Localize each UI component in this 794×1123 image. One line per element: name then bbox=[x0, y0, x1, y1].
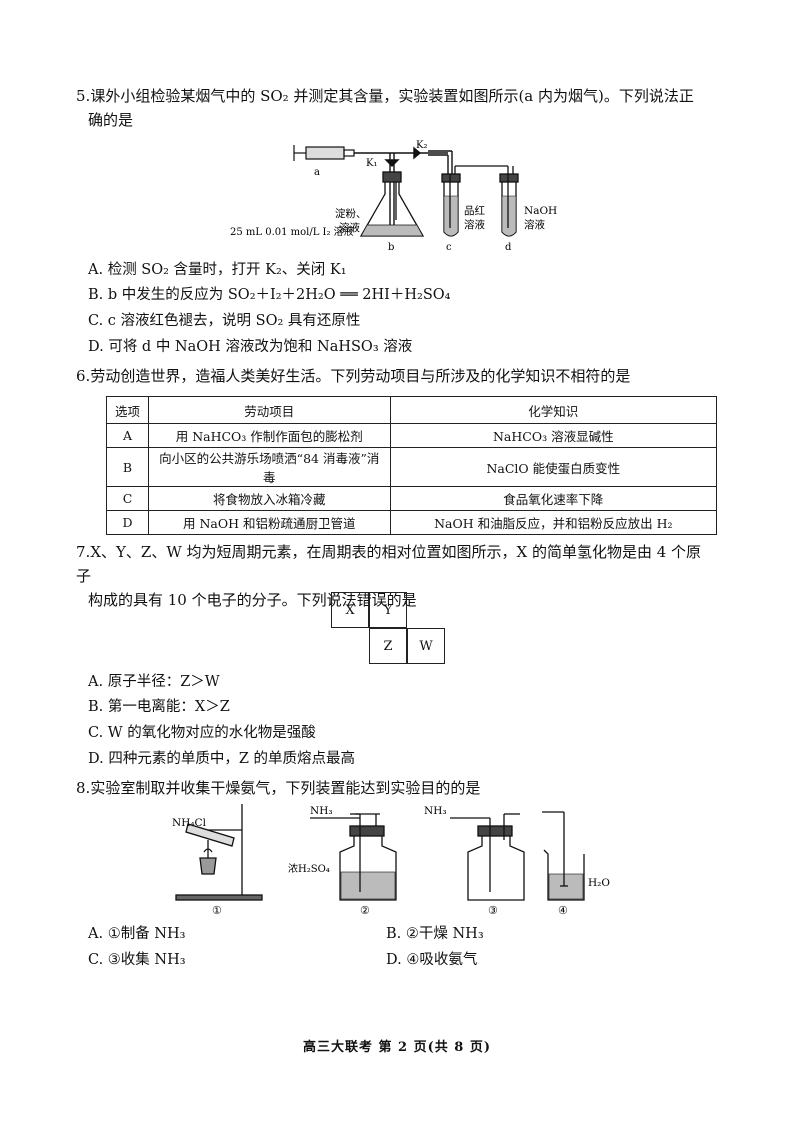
q8-apparatus-figure: NH₄Cl ① NH₃ 浓H₂SO₄ ② NH₃ ③ H₂O ④ bbox=[172, 804, 610, 917]
q6-table: 选项 劳动项目 化学知识 A 用 NaHCO₃ 作制作面包的膨松剂 NaHCO₃… bbox=[106, 396, 718, 535]
q8-option-a: A. ①制备 NH₃ bbox=[88, 926, 186, 942]
table-header-row: 选项 劳动项目 化学知识 bbox=[106, 396, 718, 424]
q5-option-a: A. 检测 SO₂ 含量时，打开 K₂、关闭 K₁ bbox=[88, 262, 347, 278]
q5-option-c: C. c 溶液红色褪去，说明 SO₂ 具有还原性 bbox=[88, 313, 361, 329]
q8-option-b: B. ②干燥 NH₃ bbox=[386, 926, 484, 942]
table-row: D 用 NaOH 和铝粉疏通厨卫管道 NaOH 和油脂反应，并和铝粉反应放出 H… bbox=[106, 510, 718, 535]
cell-option: C bbox=[106, 486, 149, 511]
q5-option-d: D. 可将 d 中 NaOH 溶液改为饱和 NaHSO₃ 溶液 bbox=[88, 339, 413, 355]
q7-option-b: B. 第一电离能：X＞Z bbox=[88, 699, 230, 715]
q6-stem: 6.劳动创造世界，造福人类美好生活。下列劳动项目与所涉及的化学知识不相符的是 bbox=[76, 364, 716, 388]
label-n1: ① bbox=[212, 904, 222, 917]
label-naoh-1: NaOH bbox=[524, 205, 557, 217]
q7-stem-line1: X、Y、Z、W 均为短周期元素，在周期表的相对位置如图所示，X 的简单氢化物是由… bbox=[76, 543, 702, 585]
label-n3: ③ bbox=[488, 904, 498, 917]
cell-chemistry: NaClO 能使蛋白质变性 bbox=[389, 447, 718, 487]
cell-w: W bbox=[407, 628, 445, 664]
label-n4: ④ bbox=[558, 904, 568, 917]
cell-z: Z bbox=[369, 628, 407, 664]
q5-apparatus-figure: a K₂ K₁ b 淀粉、 溶液 25 mL 0.01 mol/L I₂ 溶液 … bbox=[230, 140, 557, 253]
tube-d-icon bbox=[499, 166, 519, 237]
q8-stem: 8.实验室制取并收集干燥氨气，下列装置能达到实验目的的是 bbox=[76, 776, 716, 800]
label-pinred-2: 溶液 bbox=[464, 218, 485, 231]
label-nh3-a: NH₃ bbox=[310, 805, 333, 817]
cell-labor: 将食物放入冰箱冷藏 bbox=[147, 486, 391, 511]
header-labor: 劳动项目 bbox=[147, 396, 391, 424]
label-starch-2: 溶液 bbox=[339, 221, 360, 234]
cell-option: B bbox=[106, 447, 149, 487]
cell-option: A bbox=[106, 423, 149, 448]
q8-option-c: C. ③收集 NH₃ bbox=[88, 952, 186, 968]
q7-stem-line2: 构成的具有 10 个电子的分子。下列说法错误的是 bbox=[88, 591, 417, 609]
table-row: C 将食物放入冰箱冷藏 食品氧化速率下降 bbox=[106, 486, 718, 511]
label-n2: ② bbox=[360, 904, 370, 917]
q5-option-b: B. b 中发生的反应为 SO₂＋I₂＋2H₂O ══ 2HI＋H₂SO₄ bbox=[88, 287, 451, 303]
table-row: B 向小区的公共游乐场喷洒“84 消毒液”消毒 NaClO 能使蛋白质变性 bbox=[106, 447, 718, 487]
label-naoh-2: 溶液 bbox=[524, 218, 545, 231]
label-d: d bbox=[505, 242, 512, 253]
label-k2: K₂ bbox=[416, 140, 427, 151]
q7-periodic-table-figure: X Y Z W bbox=[331, 592, 451, 668]
beaker-icon bbox=[542, 811, 585, 901]
cell-labor: 向小区的公共游乐场喷洒“84 消毒液”消毒 bbox=[147, 447, 391, 487]
label-iodine: 25 mL 0.01 mol/L I₂ 溶液 bbox=[230, 225, 354, 238]
label-c: c bbox=[446, 242, 452, 253]
stand-heater-icon bbox=[175, 804, 263, 901]
header-option: 选项 bbox=[106, 396, 149, 424]
page-footer: 高三大联考 第 2 页(共 8 页) bbox=[302, 1040, 492, 1055]
label-a: a bbox=[314, 167, 320, 178]
cell-chemistry: NaHCO₃ 溶液显碱性 bbox=[389, 423, 718, 448]
q6-stem-text: 劳动创造世界，造福人类美好生活。下列劳动项目与所涉及的化学知识不相符的是 bbox=[90, 367, 631, 385]
cell-chemistry: 食品氧化速率下降 bbox=[389, 486, 718, 511]
q8-number: 8. bbox=[76, 779, 91, 797]
cell-y: Y bbox=[369, 592, 407, 628]
syringe-icon bbox=[293, 145, 448, 161]
header-chemistry: 化学知识 bbox=[389, 396, 718, 424]
label-k1: K₁ bbox=[366, 158, 377, 169]
flask-b-icon bbox=[359, 171, 425, 237]
wash-bottle-icon bbox=[310, 813, 397, 901]
gas-bottle-icon bbox=[450, 813, 525, 901]
q7-stem: 7.X、Y、Z、W 均为短周期元素，在周期表的相对位置如图所示，X 的简单氢化物… bbox=[76, 540, 716, 612]
label-h2so4: 浓H₂SO₄ bbox=[288, 863, 330, 875]
cell-labor: 用 NaOH 和铝粉疏通厨卫管道 bbox=[147, 510, 391, 535]
cell-labor: 用 NaHCO₃ 作制作面包的膨松剂 bbox=[147, 423, 391, 448]
q8-option-d: D. ④吸收氨气 bbox=[386, 952, 478, 968]
q7-option-a: A. 原子半径：Z＞W bbox=[88, 674, 220, 690]
q5-stem: 5.课外小组检验某烟气中的 SO₂ 并测定其含量，实验装置如图所示(a 内为烟气… bbox=[76, 84, 716, 132]
q6-number: 6. bbox=[76, 367, 91, 385]
label-starch-1: 淀粉、 bbox=[335, 207, 367, 220]
cell-chemistry: NaOH 和油脂反应，并和铝粉反应放出 H₂ bbox=[389, 510, 718, 535]
q5-stem-line2: 确的是 bbox=[88, 111, 134, 129]
table-row: A 用 NaHCO₃ 作制作面包的膨松剂 NaHCO₃ 溶液显碱性 bbox=[106, 423, 718, 448]
q8-stem-text: 实验室制取并收集干燥氨气，下列装置能达到实验目的的是 bbox=[90, 779, 481, 797]
cell-option: D bbox=[106, 510, 149, 535]
label-pinred-1: 品红 bbox=[464, 204, 485, 217]
cell-x: X bbox=[331, 592, 369, 628]
label-b: b bbox=[388, 242, 394, 253]
q5-number: 5. bbox=[76, 87, 91, 105]
q7-option-c: C. W 的氧化物对应的水化物是强酸 bbox=[88, 725, 316, 741]
label-nh3-b: NH₃ bbox=[424, 805, 447, 817]
q7-option-d: D. 四种元素的单质中，Z 的单质熔点最高 bbox=[88, 751, 356, 767]
q5-stem-line1: 课外小组检验某烟气中的 SO₂ 并测定其含量，实验装置如图所示(a 内为烟气)。… bbox=[90, 87, 694, 105]
q7-number: 7. bbox=[76, 543, 91, 561]
label-nh4cl: NH₄Cl bbox=[172, 817, 207, 829]
tube-c-icon bbox=[441, 165, 509, 237]
label-h2o: H₂O bbox=[588, 877, 610, 889]
